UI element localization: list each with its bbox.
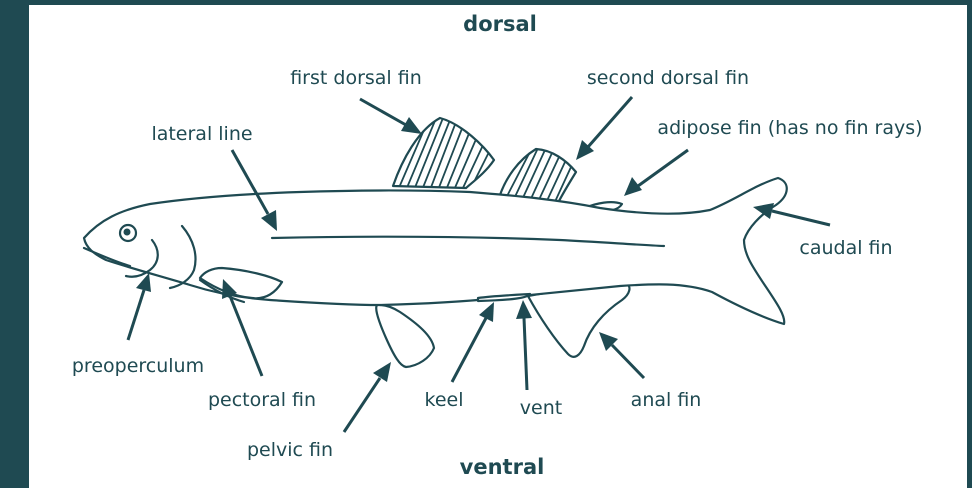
label-adipose-fin: adipose fin (has no fin rays)	[657, 117, 922, 139]
arrow-anal-fin	[599, 332, 644, 378]
label-lateral-line: lateral line	[151, 123, 252, 145]
arrow-second-dorsal-fin	[576, 97, 632, 160]
pelvic-fin	[376, 305, 434, 367]
arrow-pelvic-fin	[344, 362, 391, 432]
direction-posterior-label: posterior	[929, 203, 953, 312]
direction-ventral-label: ventral	[460, 455, 545, 479]
arrow-preoperculum	[128, 273, 151, 340]
arrow-caudal-fin	[753, 203, 830, 225]
label-keel: keel	[425, 389, 464, 411]
arrow-first-dorsal-fin	[360, 99, 422, 134]
label-second-dorsal-fin: second dorsal fin	[587, 67, 749, 89]
label-preoperculum: preoperculum	[72, 355, 204, 377]
direction-dorsal-label: dorsal	[463, 12, 537, 36]
arrow-vent	[516, 300, 532, 390]
label-anal-fin: anal fin	[631, 389, 702, 411]
direction-anterior-label: anterior	[34, 209, 58, 305]
label-pelvic-fin: pelvic fin	[247, 439, 333, 461]
label-caudal-fin: caudal fin	[799, 237, 892, 259]
arrow-keel	[452, 302, 494, 382]
label-first-dorsal-fin: first dorsal fin	[290, 67, 422, 89]
label-pectoral-fin: pectoral fin	[208, 389, 316, 411]
arrow-adipose-fin	[624, 150, 688, 196]
label-vent: vent	[520, 397, 562, 419]
fish-body	[84, 178, 787, 324]
